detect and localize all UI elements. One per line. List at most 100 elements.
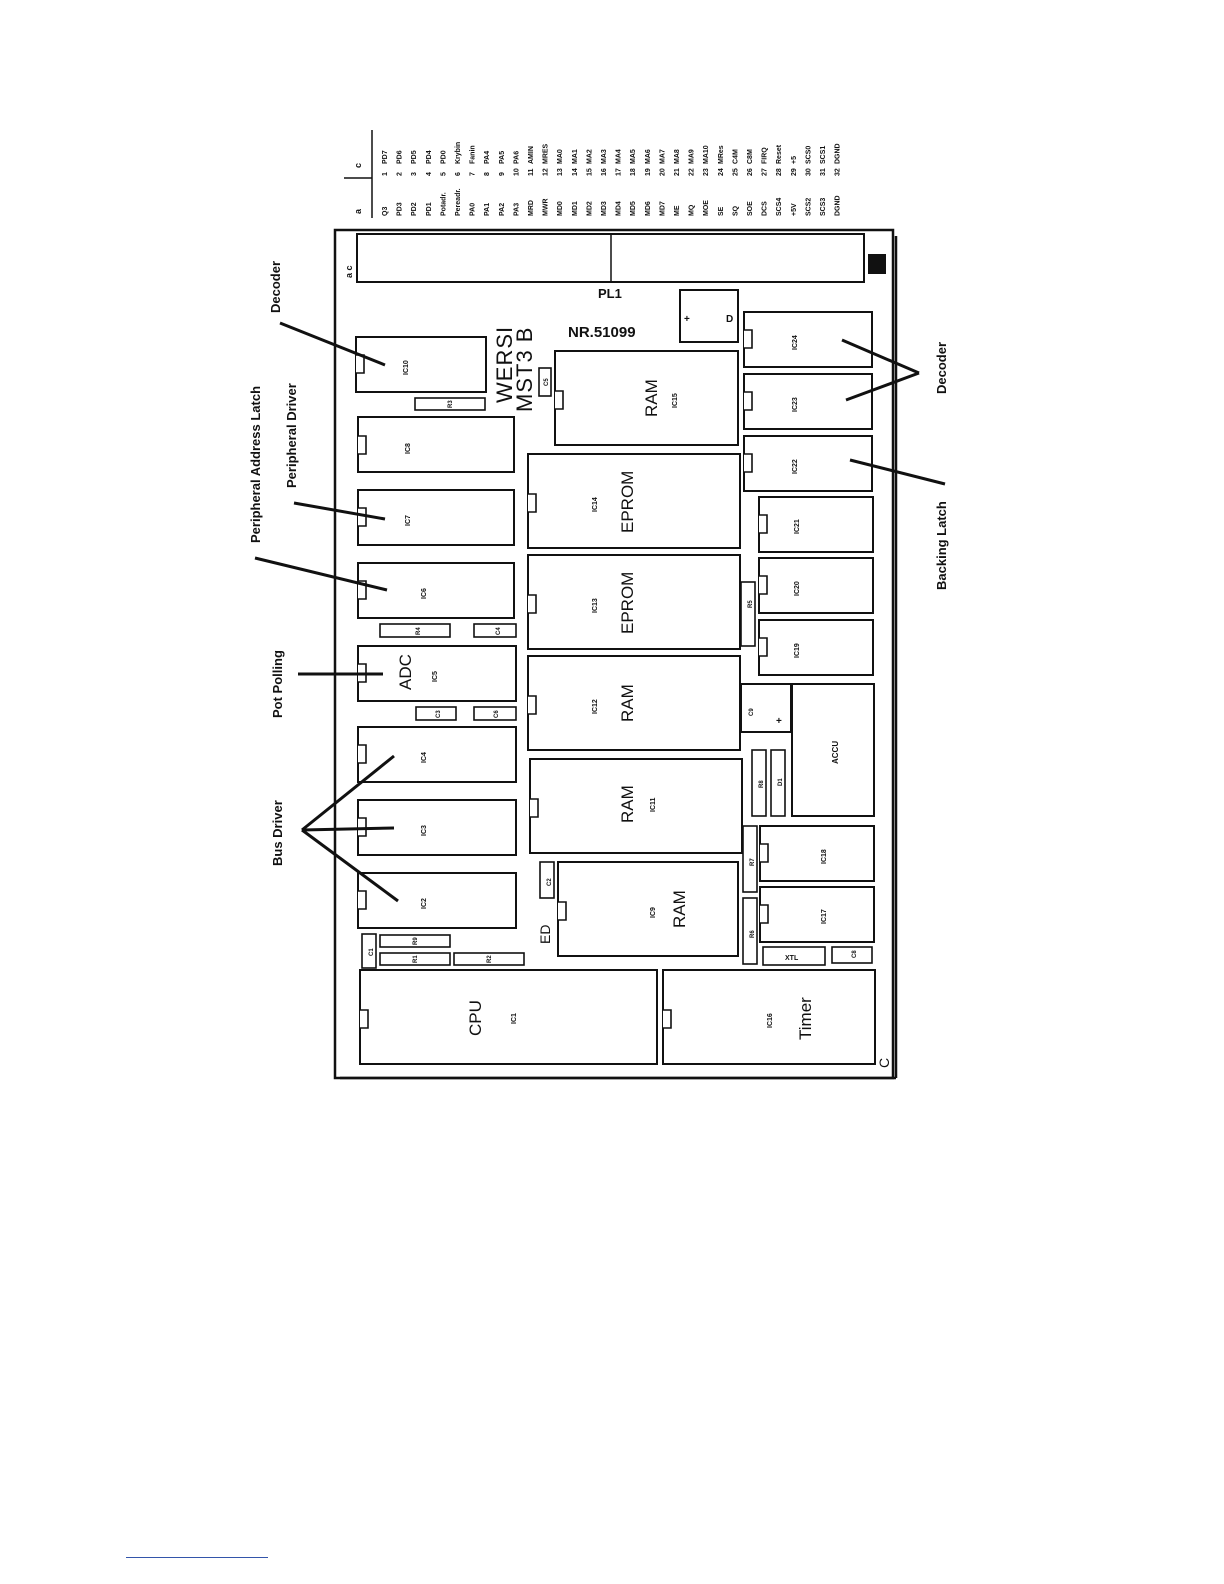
chip-adc-ref: IC5 bbox=[432, 671, 439, 682]
pinout-n: 3 bbox=[411, 172, 418, 176]
pinout-a: SCS4 bbox=[776, 198, 783, 216]
callout-backing-latch: Backing Latch bbox=[934, 501, 949, 590]
pinout-c: Krybin bbox=[455, 142, 462, 164]
pinout-n: 29 bbox=[791, 168, 798, 176]
chip-ic4: IC4 bbox=[357, 726, 517, 783]
callout-pot-polling: Pot Polling bbox=[270, 650, 285, 718]
chip-ic22-ref: IC22 bbox=[792, 459, 799, 474]
chip-ic2-ref: IC2 bbox=[421, 898, 428, 909]
chip-ic18: IC18 bbox=[759, 825, 875, 882]
pinout-n: 16 bbox=[601, 168, 608, 176]
pinout-a: Q3 bbox=[382, 207, 389, 216]
component-top-right: + D bbox=[679, 289, 739, 343]
part-c2-label: C2 bbox=[547, 878, 553, 886]
chip-ic10-ref: IC10 bbox=[403, 360, 410, 375]
pinout-c: PA5 bbox=[499, 151, 506, 164]
chip-ic8-ref: IC8 bbox=[405, 443, 412, 454]
pinout-c: PD4 bbox=[426, 150, 433, 164]
svg-text:+: + bbox=[684, 314, 690, 325]
chip-ram-ic12-label: RAM bbox=[618, 684, 637, 722]
chip-eprom-ic13: EPROM IC13 bbox=[527, 554, 741, 650]
pinout-c: PD5 bbox=[411, 150, 418, 164]
chip-ram-ic11: RAM IC11 bbox=[529, 758, 743, 854]
capacitor-c9-label: C9 bbox=[749, 708, 755, 716]
pinout-n: 31 bbox=[820, 168, 827, 176]
chip-ram-ic15-label: RAM bbox=[642, 379, 661, 417]
pinout-c: PA6 bbox=[513, 151, 520, 164]
chip-timer-ref: IC16 bbox=[767, 1013, 774, 1028]
accu-label: ACCU bbox=[831, 741, 840, 764]
pinout-c: MA9 bbox=[689, 149, 696, 164]
pinout-n: 6 bbox=[455, 172, 462, 176]
pinout-c: Fanin bbox=[470, 145, 477, 164]
chip-ram-ic9: RAM IC9 bbox=[557, 861, 739, 957]
part-r7-label: R7 bbox=[750, 858, 756, 866]
chip-timer-ic16: Timer IC16 bbox=[662, 969, 876, 1065]
board-corner-label: C bbox=[876, 1058, 892, 1068]
pinout-n: 5 bbox=[440, 172, 447, 176]
chip-ic18-ref: IC18 bbox=[821, 849, 828, 864]
pinout-n: 9 bbox=[499, 172, 506, 176]
pinout-a: PA3 bbox=[513, 203, 520, 216]
pinout-c: C4M bbox=[732, 149, 739, 164]
connector-pl1: PL1 bbox=[356, 233, 886, 301]
pinout-n: 23 bbox=[703, 168, 710, 176]
pinout-c: PD0 bbox=[440, 150, 447, 164]
part-xtl-label: XTL bbox=[785, 955, 799, 962]
part-r6-label: R6 bbox=[750, 930, 756, 938]
callout-peripheral-address-latch: Peripheral Address Latch bbox=[248, 386, 263, 543]
chip-ic23: IC23 bbox=[743, 373, 873, 430]
part-c6-label: C6 bbox=[494, 710, 500, 718]
pinout-a: Pereadr. bbox=[455, 188, 462, 216]
chip-ic8: IC8 bbox=[357, 416, 515, 473]
chip-ram-ic9-ref: IC9 bbox=[650, 907, 657, 918]
board-id-line2: MST3 B bbox=[512, 327, 537, 412]
chip-ic6: IC6 bbox=[357, 562, 515, 619]
pinout-a: SE bbox=[718, 206, 725, 216]
pinout-a: PD3 bbox=[397, 202, 404, 216]
small-components: C5 R3 R4 C4 C3 C6 R5 R8 D1 R7 R6 C2 ED C… bbox=[361, 367, 873, 969]
chip-ic2: IC2 bbox=[357, 872, 517, 929]
pinout-c: PD7 bbox=[382, 150, 389, 164]
pinout-c: MRes bbox=[718, 145, 725, 164]
pinout-a: MQ bbox=[689, 204, 696, 216]
chip-ram-ic9-label: RAM bbox=[670, 890, 689, 928]
pinout-n: 27 bbox=[762, 168, 769, 176]
pinout-c: DGND bbox=[835, 143, 842, 164]
pinout-a: MD4 bbox=[616, 201, 623, 216]
chip-ram-ic11-label: RAM bbox=[618, 785, 637, 823]
pinout-c: SCS0 bbox=[805, 146, 812, 164]
svg-text:D: D bbox=[726, 314, 733, 325]
pinout-n: 21 bbox=[674, 168, 681, 176]
chip-eprom-ic14-ref: IC14 bbox=[592, 497, 599, 512]
chip-ic22: IC22 bbox=[743, 435, 873, 492]
chip-cpu-label: CPU bbox=[466, 1000, 485, 1036]
chip-ram-ic12: RAM IC12 bbox=[527, 655, 741, 751]
pinout-a: MD7 bbox=[659, 201, 666, 216]
pinout-c: MA3 bbox=[601, 149, 608, 164]
pinout-c: MA10 bbox=[703, 145, 710, 164]
chip-ic21-ref: IC21 bbox=[794, 519, 801, 534]
part-r9-label: R9 bbox=[413, 937, 419, 945]
callout-lines bbox=[254, 321, 946, 903]
pinout-a: MD0 bbox=[557, 201, 564, 216]
footnote-rule bbox=[126, 1557, 268, 1558]
chip-ic19-ref: IC19 bbox=[794, 643, 801, 658]
connector-pl1-label: PL1 bbox=[598, 286, 622, 301]
pinout-n: 13 bbox=[557, 168, 564, 176]
pinout-n: 14 bbox=[572, 168, 579, 176]
pinout-a: MOE bbox=[703, 200, 710, 216]
chip-ram-ic12-ref: IC12 bbox=[592, 699, 599, 714]
pinout-n: 7 bbox=[470, 172, 477, 176]
pinout-a: SCS2 bbox=[805, 198, 812, 216]
pinout-n: 1 bbox=[382, 172, 389, 176]
pinout-n: 4 bbox=[426, 172, 433, 176]
pinout-a: DCS bbox=[762, 201, 769, 216]
callout-bus-driver: Bus Driver bbox=[270, 800, 285, 866]
pinout-a: ME bbox=[674, 205, 681, 216]
pinout-a: SQ bbox=[732, 205, 739, 216]
pinout-c: FIRQ bbox=[762, 147, 769, 164]
chip-adc-ic5: ADC IC5 bbox=[357, 645, 517, 702]
pinout-c: PA4 bbox=[484, 151, 491, 164]
svg-text:+: + bbox=[776, 716, 782, 727]
